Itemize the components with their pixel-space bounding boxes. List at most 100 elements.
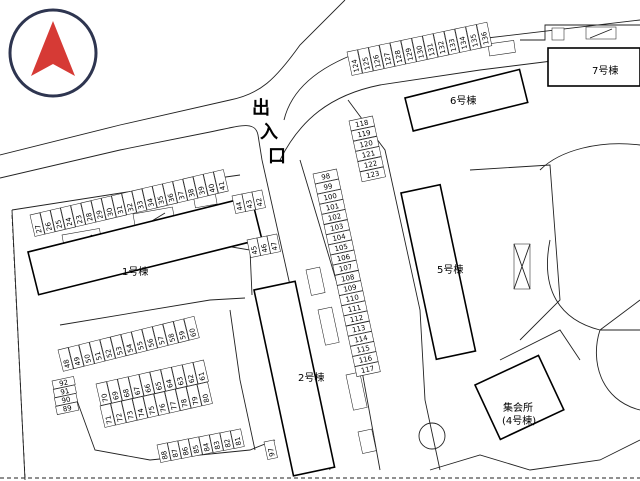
parking-slot-129: 129	[400, 37, 417, 65]
parking-slot-label: 75	[147, 405, 157, 415]
parking-slot-99: 99	[314, 178, 342, 195]
parking-slot-label: 35	[156, 195, 166, 205]
parking-slot-label: 79	[191, 395, 201, 405]
building-6-label: 6号棟	[450, 94, 476, 107]
parking-slot-label: 60	[188, 327, 198, 338]
parking-slot-58: 58	[162, 321, 179, 346]
parking-slot-133: 133	[443, 28, 460, 56]
parking-slot-121: 121	[355, 146, 382, 162]
parking-slot-label: 51	[94, 351, 104, 362]
parking-slot-42: 42	[251, 189, 266, 210]
parking-slot-57: 57	[152, 323, 169, 349]
parking-slot-label: 29	[95, 209, 105, 219]
parking-slot-label: 42	[255, 197, 265, 207]
parking-slot-label: 72	[115, 412, 125, 422]
parking-slot-label: 36	[166, 192, 176, 203]
parking-slot-124: 124	[346, 49, 363, 76]
parking-slot-127: 127	[379, 42, 395, 69]
parking-slot-label: 101	[325, 202, 340, 213]
parking-slot-label: 68	[122, 388, 132, 398]
parking-slot-label: 129	[405, 47, 416, 62]
parking-slot-128: 128	[389, 40, 406, 67]
parking-slot-104: 104	[325, 229, 353, 246]
parking-slot-label: 86	[181, 445, 191, 456]
parking-slot-113: 113	[345, 320, 372, 337]
parking-slot-label: 136	[480, 30, 491, 45]
parking-slot-label: 67	[133, 385, 143, 395]
parking-slot-61: 61	[192, 359, 209, 385]
parking-slot-109: 109	[336, 280, 364, 296]
parking-slot-38: 38	[182, 176, 199, 201]
parking-slot-label: 58	[167, 332, 177, 343]
parking-slot-131: 131	[422, 33, 439, 60]
building-1: 1号棟	[27, 195, 263, 296]
parking-slot-label: 83	[213, 440, 223, 450]
parking-slot-49: 49	[68, 344, 85, 370]
parking-slot-79: 79	[186, 384, 203, 409]
parking-slot-label: 48	[62, 358, 72, 369]
parking-slot-label: 104	[332, 232, 347, 243]
parking-slot-54: 54	[120, 331, 137, 357]
parking-slot-label: 57	[157, 335, 167, 346]
parking-slot-label: 39	[197, 185, 207, 195]
parking-slot-116: 116	[352, 351, 379, 367]
parking-slot-105: 105	[328, 239, 355, 256]
parking-slot-label: 115	[356, 344, 371, 355]
parking-slot-75: 75	[142, 393, 159, 419]
building-1-label: 1号棟	[122, 265, 148, 278]
building-hall-sublabel: (4号棟)	[502, 414, 536, 427]
north-arrow-icon	[8, 8, 98, 98]
parking-slot-label: 81	[234, 436, 244, 446]
parking-slot-84: 84	[198, 434, 214, 455]
parking-slot-86: 86	[177, 438, 193, 459]
parking-slot-label: 27	[34, 224, 44, 234]
parking-slot-78: 78	[175, 386, 192, 411]
parking-slot-97: 97	[263, 439, 278, 460]
parking-slot-label: 23	[75, 214, 85, 224]
parking-slot-label: 103	[330, 222, 345, 233]
parking-slot-label: 46	[260, 242, 270, 253]
parking-slot-label: 113	[352, 324, 367, 335]
parking-slot-107: 107	[332, 260, 359, 276]
entrance-char-1: 出	[252, 97, 270, 119]
parking-slot-label: 120	[359, 139, 374, 150]
parking-slot-24: 24	[60, 205, 76, 230]
parking-slot-29: 29	[90, 198, 107, 223]
entrance-label: 出 入 口	[252, 97, 286, 167]
building-hall: 集会所 (4号棟)	[473, 354, 565, 441]
parking-slot-89: 89	[55, 401, 80, 415]
parking-slot-label: 26	[44, 221, 54, 232]
parking-slot-label: 118	[355, 119, 370, 130]
parking-slot-label: 59	[178, 330, 188, 341]
parking-slot-label: 90	[61, 395, 71, 405]
parking-slot-label: 114	[354, 334, 369, 345]
parking-slot-label: 109	[343, 283, 358, 294]
parking-slot-47: 47	[266, 233, 281, 254]
parking-slot-label: 98	[321, 172, 331, 182]
parking-slot-118: 118	[348, 115, 375, 132]
parking-slot-label: 25	[54, 219, 64, 229]
parking-slot-label: 77	[169, 400, 179, 410]
parking-slot-73: 73	[121, 398, 138, 423]
parking-slot-52: 52	[99, 336, 116, 362]
parking-slot-label: 55	[136, 340, 146, 351]
entrance-char-2: 入	[260, 122, 278, 143]
parking-slot-label: 125	[361, 56, 372, 71]
parking-slot-81: 81	[230, 428, 245, 449]
parking-slot-114: 114	[347, 331, 375, 347]
parking-slot-label: 122	[363, 159, 378, 170]
parking-slot-label: 124	[350, 58, 361, 73]
parking-slot-28: 28	[80, 200, 97, 225]
parking-slot-64: 64	[160, 366, 177, 392]
parking-slot-label: 117	[360, 364, 375, 375]
parking-slot-125: 125	[357, 47, 374, 74]
parking-slot-label: 133	[448, 38, 459, 53]
parking-slot-label: 99	[323, 182, 333, 192]
parking-slot-23: 23	[70, 202, 86, 228]
parking-slot-123: 123	[359, 166, 386, 183]
parking-slot-label: 32	[126, 202, 136, 212]
parking-slot-69: 69	[106, 378, 123, 404]
